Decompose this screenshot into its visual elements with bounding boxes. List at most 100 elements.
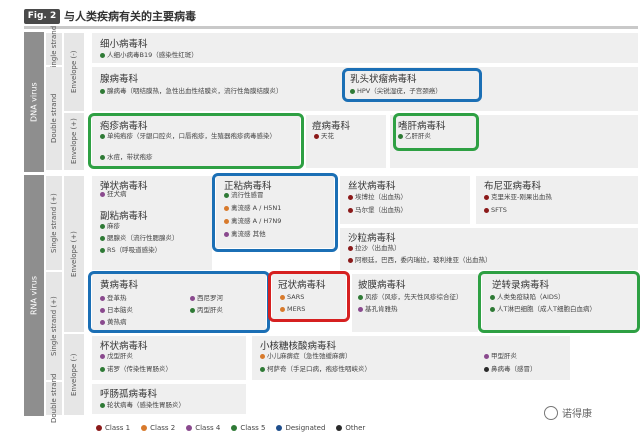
family-title: 黄病毒科 (100, 280, 139, 291)
class-dot (484, 366, 489, 372)
virus-entry: RS（呼吸道感染） (100, 246, 161, 254)
virus-entry: 水痘，带状疱疹 (100, 153, 153, 161)
family-title: 疱疹病毒科 (100, 121, 148, 132)
class-dot (100, 154, 105, 160)
class-dot (314, 133, 319, 139)
group-rna-envelope-neg: Envelope (-) (64, 334, 84, 415)
virus-entry: 诺罗（传染性胃肠炎） (100, 365, 172, 373)
class-dot (348, 257, 353, 263)
highlight-ring-flavi (88, 271, 270, 333)
class-dot (484, 353, 489, 359)
highlight-ring-retro (478, 271, 640, 333)
virus-entry: 人T淋巴细胞（成人T细胞白血病） (490, 305, 596, 313)
family-title: 冠状病毒科 (278, 280, 326, 291)
family-title: 腺病毒科 (100, 74, 139, 85)
class-dot (348, 194, 353, 200)
virus-entry: 小儿麻痹症（急性弛缓麻痹） (260, 352, 352, 360)
wechat-icon (544, 405, 558, 420)
virus-entry: 流行性感冒 (224, 191, 264, 199)
highlight-ring-papilloma (342, 68, 482, 102)
legend-dot (336, 425, 343, 431)
virus-entry: 禽流感 其他 (224, 230, 266, 238)
virus-entry: 黄热病 (100, 318, 127, 326)
legend-dot (141, 425, 148, 431)
virus-entry: 风疹（风疹，先天性风疹综合征） (358, 293, 463, 301)
highlight-ring-herpes (88, 113, 304, 169)
virus-entry: 乙肝肝炎 (398, 132, 431, 140)
dna-band-label: DNA virus (29, 82, 39, 122)
class-dot (100, 235, 105, 241)
watermark-text: 诺得康 (562, 409, 592, 420)
class-dot (484, 194, 489, 200)
virus-entry: 人细小病毒B19（感染性红斑） (100, 51, 198, 59)
virus-entry: 轮状病毒（感染性胃肠炎） (100, 401, 185, 409)
title-rule (24, 26, 638, 29)
class-dot (100, 133, 105, 139)
family-corona: 冠状病毒科 SARS MERS (272, 274, 346, 320)
family-toga: 披膜病毒科 风疹（风疹，先天性风疹综合征） 基孔肯雅热 (352, 274, 478, 332)
figure-badge: Fig. 2 (24, 9, 60, 24)
legend-item: Other (336, 424, 365, 432)
virus-entry: SARS (280, 293, 304, 301)
family-title: 正粘病毒科 (224, 181, 272, 192)
highlight-ring-corona (268, 271, 350, 322)
rna-band-label: RNA virus (29, 275, 39, 316)
highlight-ring-hepadna (393, 113, 479, 151)
class-dot (100, 295, 105, 301)
family-title: 呼肠孤病毒科 (100, 389, 158, 400)
virus-entry: 拉沙（出血热） (348, 244, 401, 252)
group-rna-double: Double strand (46, 374, 62, 423)
family-title: 丝状病毒科 (348, 181, 396, 192)
virus-entry: 基孔肯雅热 (358, 305, 398, 313)
class-dot (348, 245, 353, 251)
family-title: 杯状病毒科 (100, 341, 148, 352)
group-envelope-neg: Envelope (-) (64, 33, 84, 111)
class-dot (224, 218, 229, 224)
virus-entry: 戊型肝炎 (100, 352, 133, 360)
figure-title: 与人类疾病有关的主要病毒 (64, 10, 196, 23)
watermark: 诺得康 (544, 405, 592, 420)
class-dot (260, 366, 265, 372)
class-dot (490, 306, 495, 312)
virus-entry: 克里米亚-刚果出血热 (484, 193, 552, 201)
virus-entry: 阿根廷，巴西，委内瑞拉，玻利维亚（出血热） (348, 256, 492, 264)
dna-band: DNA virus (24, 32, 44, 172)
virus-entry: 日本脑炎 (100, 306, 133, 314)
family-flavi: 黄病毒科 登革热 日本脑炎 黄热病 西尼罗河 丙型肝炎 (92, 274, 266, 332)
virus-entry: 麻疹 (100, 222, 120, 230)
class-dot (100, 52, 105, 58)
virus-entry: 埃博拉（出血热） (348, 193, 407, 201)
family-filovir: 丝状病毒科 埃博拉（出血热） 马尔堡（出血热） (340, 176, 470, 224)
class-dot (224, 205, 229, 211)
family-calici: 杯状病毒科 戊型肝炎 诺罗（传染性胃肠炎） (92, 336, 246, 380)
family-arena: 沙粒病毒科 拉沙（出血热） 阿根廷，巴西，委内瑞拉，玻利维亚（出血热） (340, 228, 638, 270)
group-dna-double: Double strand (46, 67, 62, 170)
family-pox: 痘病毒科 天花 (306, 115, 386, 168)
virus-entry: 西尼罗河 (190, 294, 223, 302)
legend: Class 1 Class 2 Class 4 Class 5 Designat… (96, 424, 376, 432)
class-dot (100, 366, 105, 372)
highlight-ring-ortho (212, 173, 338, 252)
family-title: 逆转录病毒科 (492, 280, 550, 291)
virus-entry: 丙型肝炎 (190, 306, 223, 314)
family-title: 嗜肝病毒科 (398, 121, 446, 132)
class-dot (100, 247, 105, 253)
legend-dot (186, 425, 193, 431)
class-dot (348, 207, 353, 213)
class-dot (190, 295, 195, 301)
family-title: 弹状病毒科 (100, 181, 148, 192)
class-dot (358, 306, 363, 312)
virus-entry: 禽流感 A / H5N1 (224, 204, 281, 212)
class-dot (280, 306, 285, 312)
virus-entry: MERS (280, 305, 305, 313)
legend-dot (231, 425, 238, 431)
legend-item: Class 4 (186, 424, 220, 432)
group-dna-single: Single strand (46, 26, 62, 72)
family-parvo: 细小病毒科 人细小病毒B19（感染性红斑） (92, 33, 638, 63)
virus-entry: SFTS (484, 206, 507, 214)
family-bunya: 布尼亚病毒科 克里米亚-刚果出血热 SFTS (476, 176, 638, 224)
legend-dot (276, 425, 283, 431)
group-rna-single-a: Single strand (+) (46, 176, 62, 270)
class-dot (100, 353, 105, 359)
class-dot (350, 88, 355, 94)
